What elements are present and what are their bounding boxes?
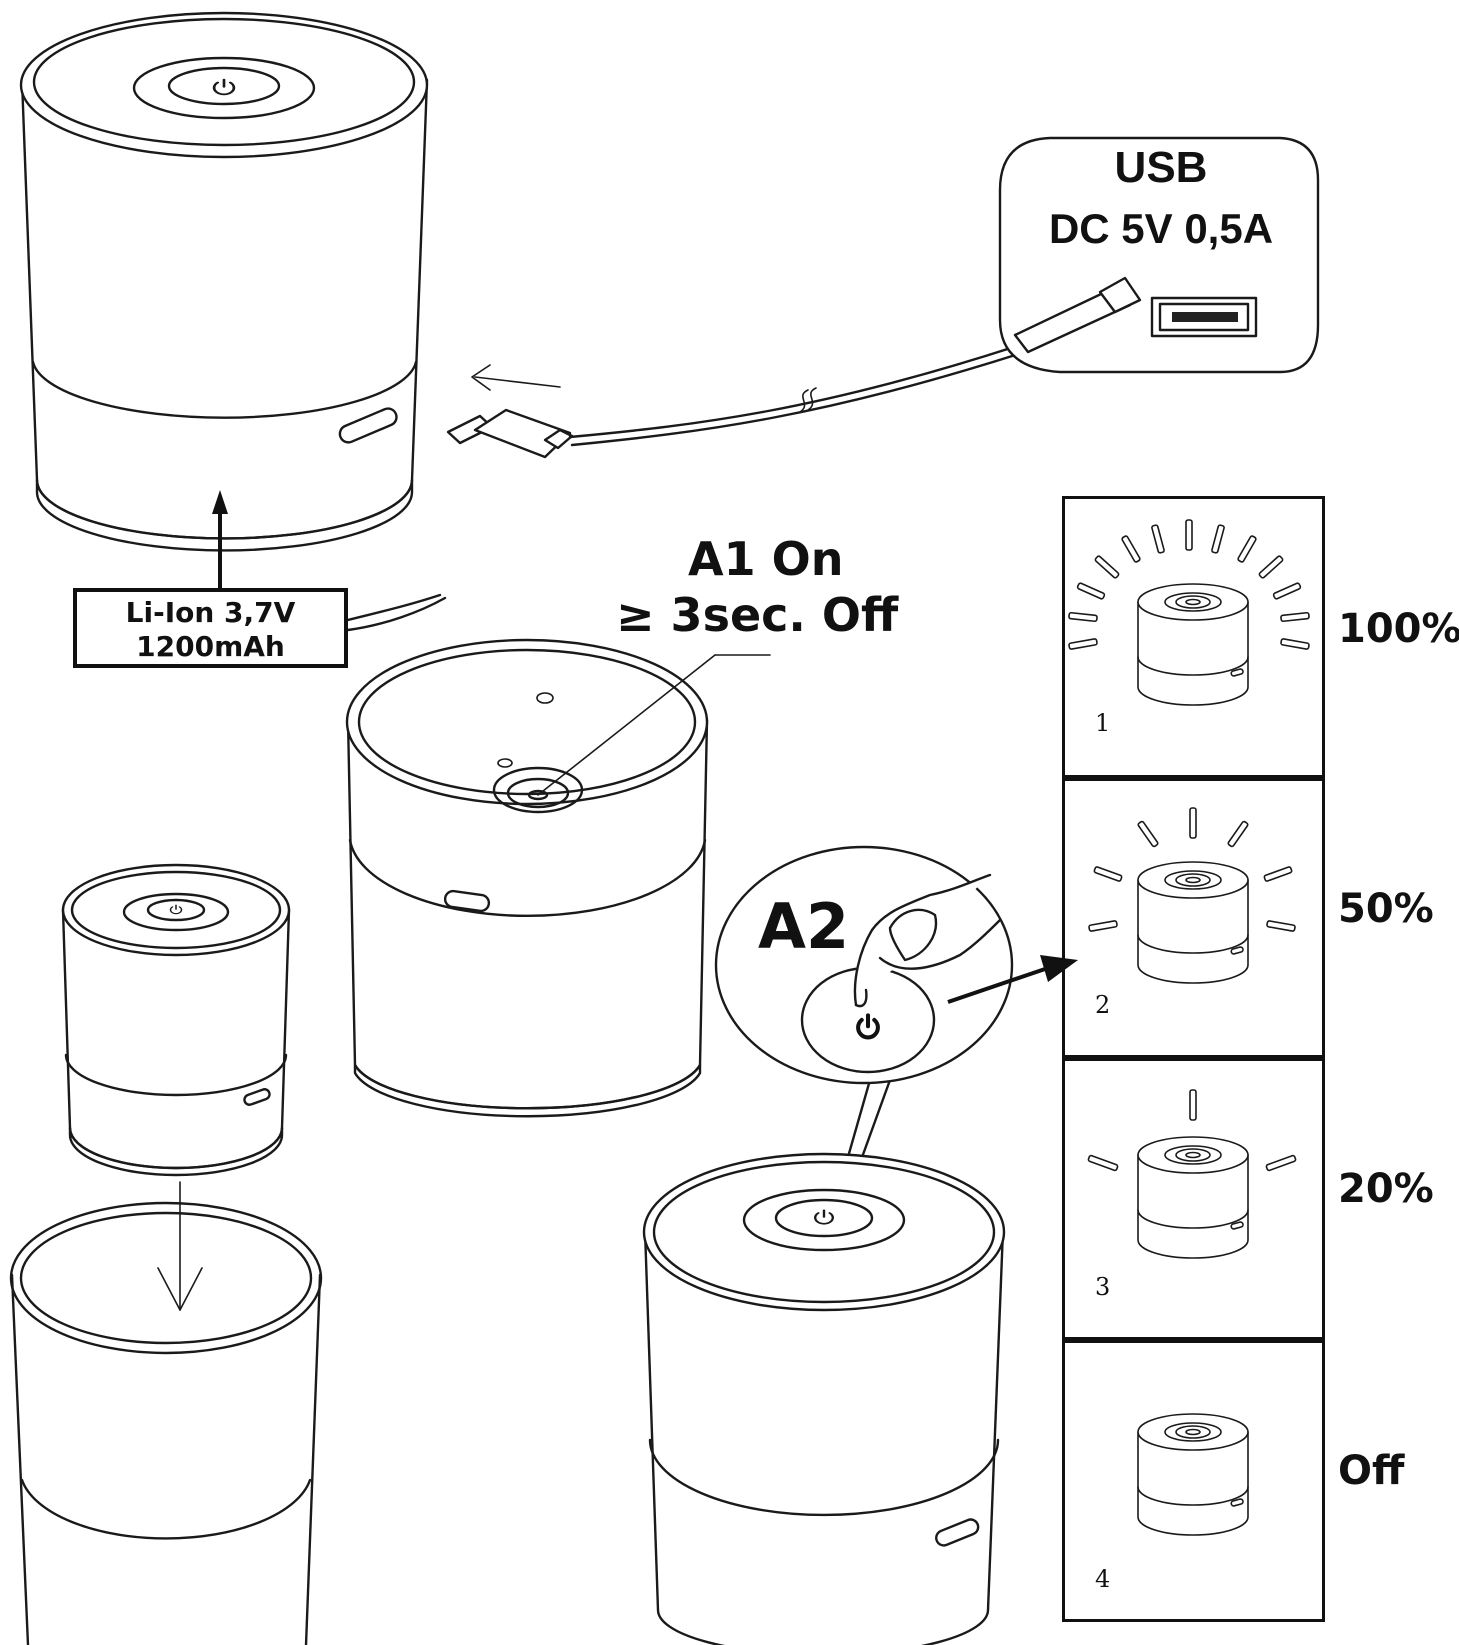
lamp-small-left [61,863,291,1177]
usb-callout [998,136,1320,374]
finger-press-icon [853,873,1002,1008]
arrow-to-level-2 [947,955,1078,1004]
a2-callout-bubble [714,845,1014,1187]
level-label-20: 20% [1338,1166,1434,1212]
arrow-left-icon [471,364,561,391]
level-panel-2: 2 [1062,778,1325,1058]
battery-wires [346,593,447,632]
lamp-top-left [19,11,429,552]
light-rays-icon [1068,519,1310,650]
lamp-bottom-center [642,1152,1006,1645]
level-panel-1: 1 [1062,496,1325,778]
light-rays-icon [1087,1089,1297,1172]
light-rays-icon [1088,807,1296,932]
level-label-off: Off [1338,1448,1405,1494]
power-icon [856,1013,880,1040]
level-number: 1 [1095,709,1111,737]
usb-title: USB [1114,143,1208,192]
battery-voltage: Li-Ion 3,7V [125,596,296,629]
level-panel-4: 4 [1062,1340,1325,1622]
arrow-down-icon [157,1181,203,1311]
level-number: 4 [1095,1565,1111,1593]
level-label-50: 50% [1338,886,1434,932]
arrow-up-icon [212,490,228,590]
level-number: 3 [1095,1273,1111,1301]
usb-spec: DC 5V 0,5A [1048,205,1274,252]
step-a2-label: A2 [758,890,850,963]
lamp-shade-bottom-left [9,1201,323,1645]
step-a1-line1: A1 On [688,532,844,586]
usb-port-icon [1150,296,1258,338]
lamp-center [345,638,771,1118]
usb-label: USB DC 5V 0,5A [1005,135,1317,375]
usb-plug-icon [446,343,1027,459]
step-a1-line2: ≥ 3sec. Off [616,588,899,642]
level-number: 2 [1095,991,1111,1019]
battery-capacity: 1200mAh [136,630,285,663]
level-panel-3: 3 [1062,1058,1325,1340]
battery-label: Li-Ion 3,7V 1200mAh [73,588,348,668]
level-label-100: 100% [1338,606,1459,652]
